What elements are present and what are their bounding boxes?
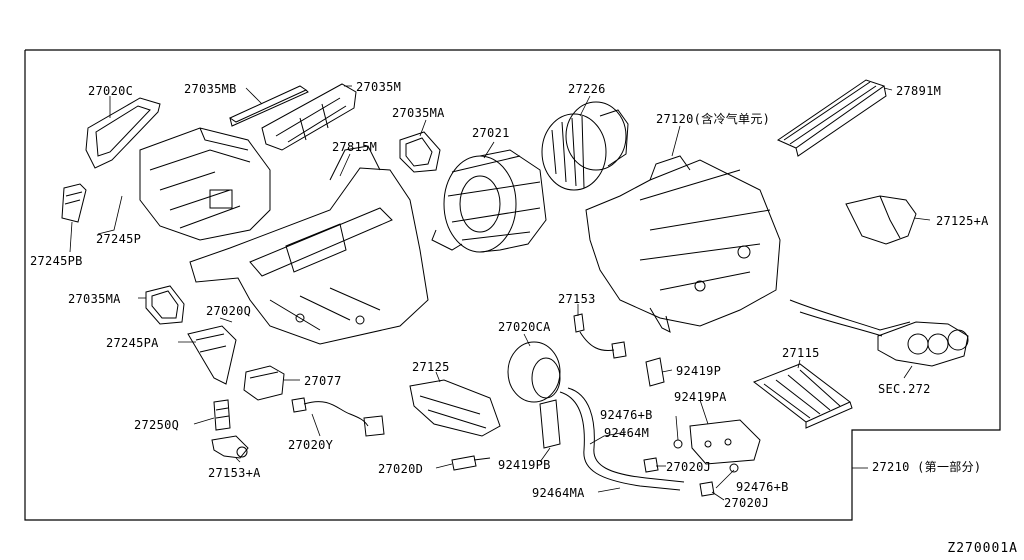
label-92419p: 92419P — [676, 364, 722, 378]
part-27035ma-seal-top — [399, 131, 441, 173]
label-27153a: 27153+A — [208, 466, 261, 480]
label-27035ma-top: 27035MA — [392, 106, 445, 120]
label-92419pb: 92419PB — [498, 458, 551, 472]
diagram-border — [24, 49, 1001, 521]
part-27021-blower-housing — [431, 149, 547, 253]
part-27153a-sensor — [211, 435, 249, 459]
part-27891m-filter — [776, 79, 887, 157]
label-27120: 27120(含冷气单元) — [656, 112, 771, 126]
part-27815m-heater-case — [189, 145, 429, 345]
part-27035ma-seal-mid — [145, 285, 185, 325]
part-92419p — [645, 357, 665, 387]
label-27020d: 27020D — [378, 462, 424, 476]
label-27210: 27210 (第一部分) — [872, 460, 982, 474]
label-27125a: 27125+A — [936, 214, 989, 228]
part-27125-duct — [409, 379, 501, 437]
label-27021: 27021 — [472, 126, 510, 140]
label-27245p: 27245P — [96, 232, 142, 246]
label-92419pa: 92419PA — [674, 390, 727, 404]
label-27020y: 27020Y — [288, 438, 334, 452]
label-27020ca: 27020CA — [498, 320, 551, 334]
part-27245pa-bracket — [187, 325, 237, 385]
part-27120-cooling-unit — [585, 155, 781, 333]
label-92476b-1: 92476+B — [600, 408, 653, 422]
part-27035mb-cover — [228, 85, 309, 127]
label-27125: 27125 — [412, 360, 450, 374]
part-27020d-clip — [451, 455, 491, 471]
label-27020j-2: 27020J — [724, 496, 770, 510]
part-sec272-panel — [789, 299, 969, 367]
label-27245pa: 27245PA — [106, 336, 159, 350]
leader-lines — [69, 85, 931, 501]
part-27250q-resistor — [213, 399, 231, 431]
part-27153-sensor — [573, 313, 627, 359]
part-27226-blower-motor — [541, 101, 629, 191]
part-27020ca-grommet — [507, 341, 561, 403]
part-27125a-duct — [845, 195, 917, 245]
label-27020j-1: 27020J — [666, 460, 712, 474]
label-27035m: 27035M — [356, 80, 402, 94]
label-27250q: 27250Q — [134, 418, 180, 432]
label-27153: 27153 — [558, 292, 596, 306]
label-27077: 27077 — [304, 374, 342, 388]
label-27035mb: 27035MB — [184, 82, 237, 96]
label-sec272: SEC.272 — [878, 382, 931, 396]
label-27245pb: 27245PB — [30, 254, 83, 268]
part-27020y-harness — [291, 397, 385, 437]
part-92464-pipes — [559, 387, 685, 491]
part-27020c-gasket — [85, 97, 161, 169]
part-92419pb — [539, 399, 561, 449]
label-27020c: 27020C — [88, 84, 134, 98]
label-27226: 27226 — [568, 82, 606, 96]
part-27035m-grille — [261, 83, 357, 151]
label-27035ma-mid: 27035MA — [68, 292, 121, 306]
part-27077-actuator — [243, 365, 285, 401]
label-92464m: 92464M — [604, 426, 650, 440]
part-27020j-clip — [643, 457, 715, 497]
part-27245pb-bracket — [61, 183, 87, 223]
label-27891m: 27891M — [896, 84, 942, 98]
label-27115: 27115 — [782, 346, 820, 360]
label-27815m: 27815M — [332, 140, 378, 154]
figure-id: Z270001A — [947, 541, 1018, 556]
label-92476b-2: 92476+B — [736, 480, 789, 494]
label-92464ma: 92464MA — [532, 486, 585, 500]
part-92419pa — [689, 419, 761, 465]
part-intake-housing — [139, 127, 271, 241]
label-27020q: 27020Q — [206, 304, 252, 318]
part-27115-heater-core — [752, 363, 853, 429]
